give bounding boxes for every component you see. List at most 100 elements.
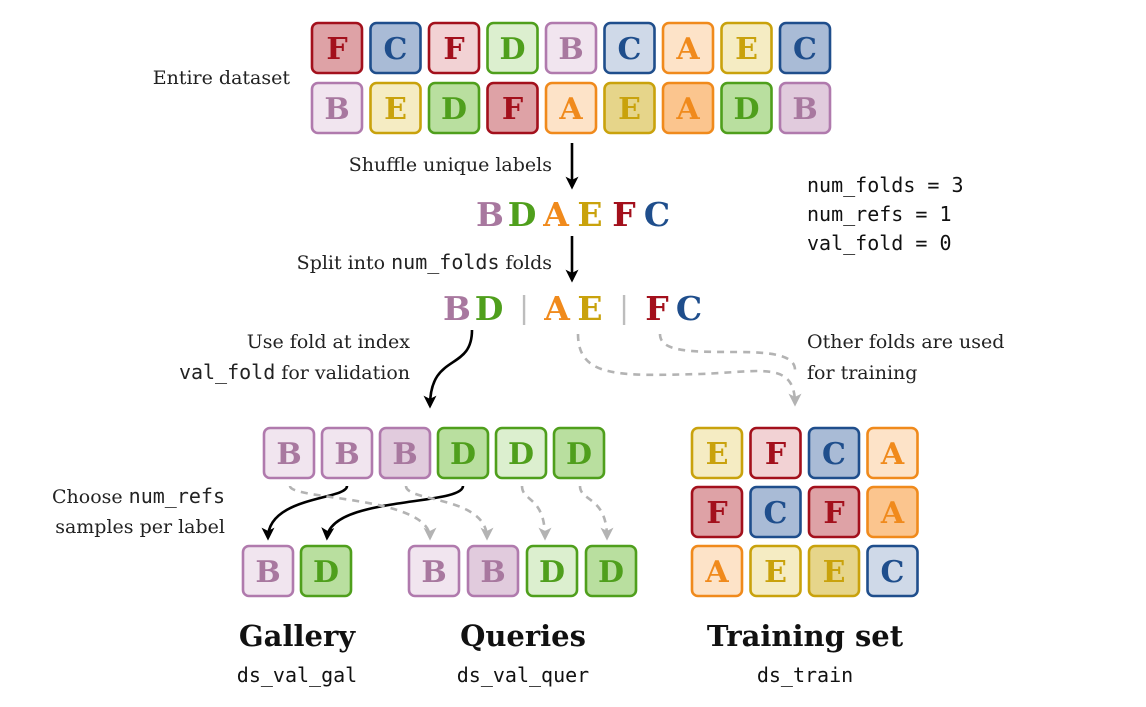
tile-box xyxy=(866,426,919,480)
tile-box xyxy=(310,81,364,135)
query-tile: D xyxy=(525,544,579,598)
tile-box xyxy=(378,426,432,480)
tile-box xyxy=(320,426,374,480)
tile-letter: B xyxy=(255,555,280,590)
shuffle-label: Shuffle unique labels xyxy=(349,154,552,176)
tile-letter: A xyxy=(880,437,905,472)
validation-arrow xyxy=(423,329,474,409)
tile-letter: C xyxy=(384,32,408,67)
query-arrow-3 xyxy=(520,485,552,541)
tile-letter: D xyxy=(508,437,534,472)
tile-box xyxy=(486,21,539,75)
tile-box xyxy=(407,544,461,598)
tile-box xyxy=(720,21,773,75)
query-tile: B xyxy=(466,544,520,598)
tile-letter: C xyxy=(793,32,817,67)
gallery-tile: B xyxy=(241,544,295,598)
tile-box xyxy=(544,81,598,135)
validation-tile: B xyxy=(262,426,316,480)
training-tile: A xyxy=(866,426,919,480)
tile-letter: B xyxy=(558,32,583,67)
tile-box xyxy=(436,426,490,480)
query-tile: D xyxy=(584,544,638,598)
dataset-tile: C xyxy=(778,21,832,75)
fold-0-label-b: B xyxy=(443,289,471,328)
tile-box xyxy=(778,21,832,75)
tile-letter: D xyxy=(539,555,565,590)
tile-box xyxy=(866,544,919,598)
tile-letter: F xyxy=(326,32,347,67)
tile-letter: F xyxy=(502,92,523,127)
tile-letter: C xyxy=(764,496,788,531)
training-arrow-folds-3 xyxy=(658,333,797,371)
training-tile: E xyxy=(690,426,744,480)
tile-box xyxy=(486,81,539,135)
split-label-code: num_folds xyxy=(391,250,499,274)
use-fold-label-line2: val_fold for validation xyxy=(179,360,410,384)
tile-letter: B xyxy=(792,92,817,127)
dataset-tile: E xyxy=(603,81,656,135)
choose-label-code: num_refs xyxy=(129,484,225,508)
tile-box xyxy=(720,81,773,135)
other-folds-label-line2: for training xyxy=(807,362,917,384)
tile-letter: E xyxy=(764,555,787,590)
fold-separator: | xyxy=(519,291,529,326)
tile-letter: E xyxy=(735,32,758,67)
shuffled-label-b: B xyxy=(476,195,504,234)
tile-box xyxy=(584,544,638,598)
dataset-tile: D xyxy=(720,81,773,135)
tile-box xyxy=(661,21,715,75)
tile-box xyxy=(778,81,832,135)
tile-box xyxy=(690,544,744,598)
tile-letter: E xyxy=(384,92,407,127)
split-label-suffix: folds xyxy=(499,252,552,274)
tile-letter: C xyxy=(881,555,905,590)
training-tile: A xyxy=(690,544,744,598)
param-val-fold: val_fold = 0 xyxy=(807,231,952,255)
other-folds-label-line1: Other folds are used xyxy=(807,331,1004,353)
tile-box xyxy=(807,544,861,598)
shuffled-label-f: F xyxy=(612,195,635,234)
dataset-tile: B xyxy=(544,21,598,75)
queries-title: Queries xyxy=(460,619,586,653)
use-fold-suffix: for validation xyxy=(275,362,410,384)
tile-box xyxy=(369,21,422,75)
param-num-refs: num_refs = 1 xyxy=(807,202,952,226)
fold-0-label-d: D xyxy=(475,289,504,328)
validation-tile: B xyxy=(320,426,374,480)
tile-box xyxy=(603,81,656,135)
query-arrow-2 xyxy=(404,485,494,541)
dataset-tile: C xyxy=(369,21,422,75)
tile-letter: B xyxy=(392,437,417,472)
tile-letter: D xyxy=(313,555,339,590)
shuffled-label-d: D xyxy=(508,195,537,234)
gallery-arrow-b xyxy=(261,485,349,541)
param-num-folds: num_folds = 3 xyxy=(807,173,964,197)
tile-letter: E xyxy=(823,555,846,590)
tile-box xyxy=(310,21,364,75)
gallery-arrow-d xyxy=(321,485,465,541)
tile-box xyxy=(749,544,802,598)
use-fold-label-line1: Use fold at index xyxy=(247,331,411,353)
split-label: Split into num_folds folds xyxy=(297,250,552,274)
tile-box xyxy=(525,544,579,598)
entire-dataset-label: Entire dataset xyxy=(153,67,291,89)
choose-label-line1: Choose num_refs xyxy=(52,484,225,508)
fold-2-label-f: F xyxy=(645,289,668,328)
tile-box xyxy=(241,544,295,598)
training-arrow-folds-2 xyxy=(576,333,802,407)
tile-letter: B xyxy=(324,92,349,127)
training-tile: F xyxy=(807,485,861,539)
training-tile: E xyxy=(749,544,802,598)
training-tile: E xyxy=(807,544,861,598)
dataset-tile: F xyxy=(486,81,539,135)
dataset-tile: F xyxy=(310,21,364,75)
tile-letter: A xyxy=(704,555,729,590)
gallery-title: Gallery xyxy=(239,619,356,653)
